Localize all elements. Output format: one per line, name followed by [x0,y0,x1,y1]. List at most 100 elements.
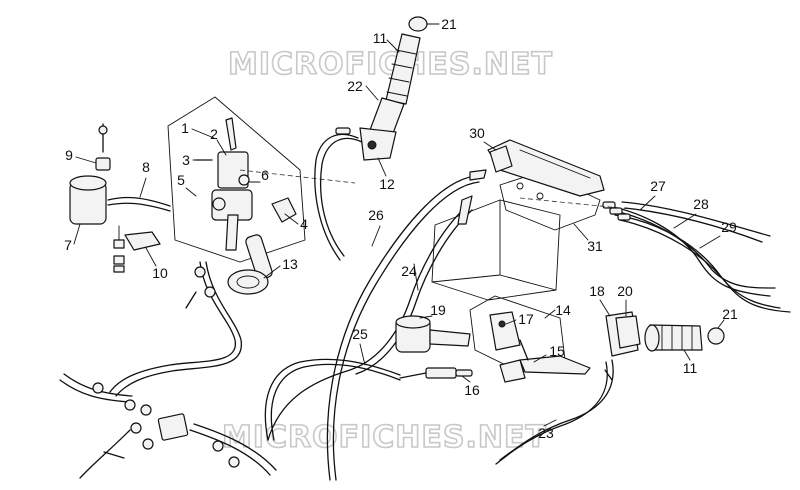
callout-20: 20 [617,283,633,299]
screw-head-9 [98,125,108,135]
leader-25 [359,343,366,366]
cable-23 [499,359,614,461]
cable-29b [624,207,763,243]
leader-2 [216,139,227,156]
nut-10c [113,265,125,273]
callout-24: 24 [401,263,417,279]
leader-11-right [683,349,691,361]
leader-28 [673,213,697,229]
callout-19: 19 [430,302,446,318]
grip-11 [385,33,421,105]
assembly-outline-1 [167,96,306,263]
left-brake-group [167,96,356,295]
leader-24 [413,263,419,291]
hose-8-edge [107,202,171,212]
washer-upper [194,266,206,278]
callout-16: 16 [464,382,480,398]
cable-26a-upper-2 [320,137,363,257]
callout-23: 23 [538,425,554,441]
switch-20 [615,315,641,349]
cable-24-2 [355,209,473,375]
callout-25: 25 [352,326,368,342]
callout-3: 3 [182,152,190,168]
cable-23-2 [495,361,608,465]
bracket-screw-17 [498,320,506,328]
brake-line-a [109,261,236,393]
grip-11-right-end [644,324,660,352]
hose-8 [107,196,171,207]
leader-12 [377,157,387,177]
callout-11-top: 11 [373,30,388,46]
leader-15 [533,354,547,363]
leader-18 [599,299,611,317]
bracket-30-tab [489,145,513,173]
lever-bracket-17 [489,311,521,351]
screw-6 [238,174,250,186]
callout-22: 22 [347,78,363,94]
nut-10a [113,239,125,249]
leader-30 [483,141,497,151]
leader-lines [73,23,725,427]
bracket-10 [124,231,161,251]
cable-27 [604,204,771,297]
cable-25-2 [270,363,401,441]
bracket-30-rib [519,149,591,179]
leader-26 [371,225,381,247]
lever-pivot-16 [499,359,526,383]
cable-29 [619,219,791,313]
callout-1: 1 [181,120,189,136]
leader-14 [544,309,556,319]
cable-26a-upper [314,133,359,261]
callout-9: 9 [65,147,73,163]
cable-end-top [469,169,487,181]
cable-end-27 [602,201,616,209]
adjuster-16 [425,367,457,379]
spacer-9 [95,157,111,171]
plate-hole-a [516,182,524,190]
callout-15: 15 [549,343,565,359]
pump-stem [225,214,239,251]
leader-22 [365,85,379,101]
nut-10b [113,255,125,265]
watermark-bottom: MICROFICHES.NET [222,420,547,455]
callout-6: 6 [261,167,269,183]
cable-end-29 [617,213,631,221]
cable-link-16 [399,372,427,379]
pivot-pin [519,339,529,361]
cable-end-28 [609,207,623,215]
clutch-lever-group [395,295,591,383]
end-cap-21 [408,16,428,32]
callout-31: 31 [587,238,603,254]
fitting-b [124,399,136,411]
leader-1 [191,128,215,139]
box-31 [431,199,561,301]
leader-17 [505,319,517,325]
leader-23 [543,419,557,427]
fitting-5a [212,197,226,211]
leader-13 [263,265,281,279]
leader-4 [284,213,299,225]
callout-7: 7 [64,237,72,253]
washer-lower [204,286,216,298]
fitting-d [130,422,142,434]
callout-26: 26 [368,207,384,223]
callout-11-right: 11 [683,360,698,376]
plate-hole-b [536,192,544,200]
callout-8: 8 [142,159,150,175]
cable-28 [609,209,776,289]
callout-30: 30 [469,125,485,141]
callout-29: 29 [721,219,737,235]
box-31-edge-2 [499,274,557,291]
throttle-group [314,16,428,261]
leader-dash-2 [519,197,641,211]
callout-4: 4 [300,216,308,232]
cable-end-26 [335,127,351,135]
cable-26-long-2 [332,181,480,481]
callout-14: 14 [555,302,571,318]
cable-bracket-group [487,139,791,313]
leader-27 [639,195,656,211]
callout-12: 12 [379,176,395,192]
switch-housing-top [395,315,431,329]
leader-dash-1 [239,169,356,184]
callout-17: 17 [518,311,534,327]
